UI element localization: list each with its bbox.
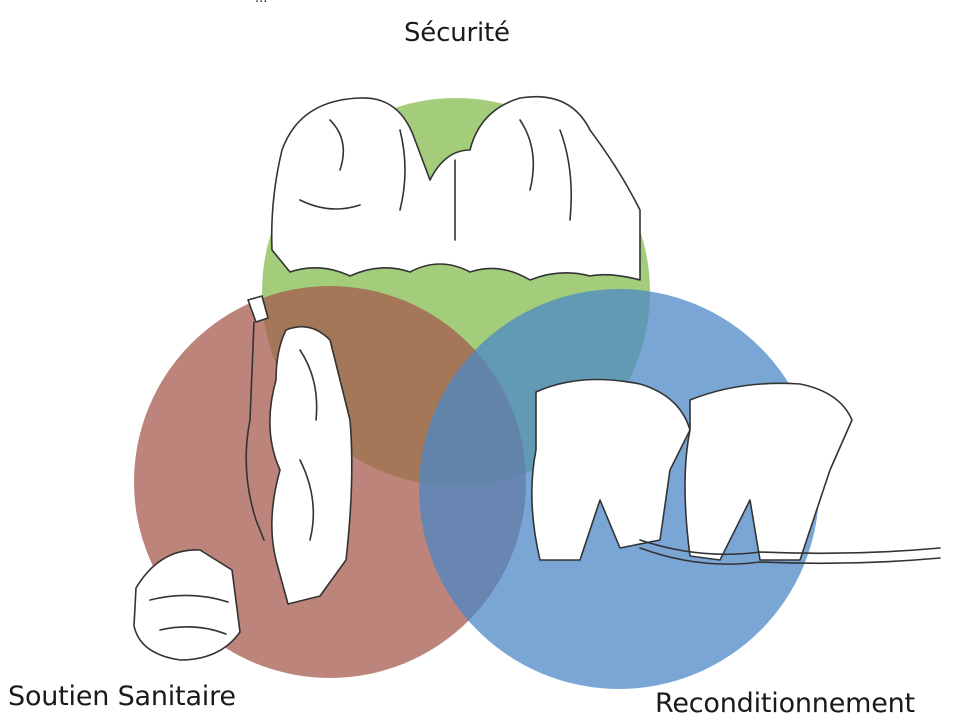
label-reconditionnement: Reconditionnement [655,688,915,719]
label-securite: Sécurité [404,18,510,48]
stretcher-illustration [134,550,240,660]
label-soutien-sanitaire: Soutien Sanitaire [8,681,236,712]
